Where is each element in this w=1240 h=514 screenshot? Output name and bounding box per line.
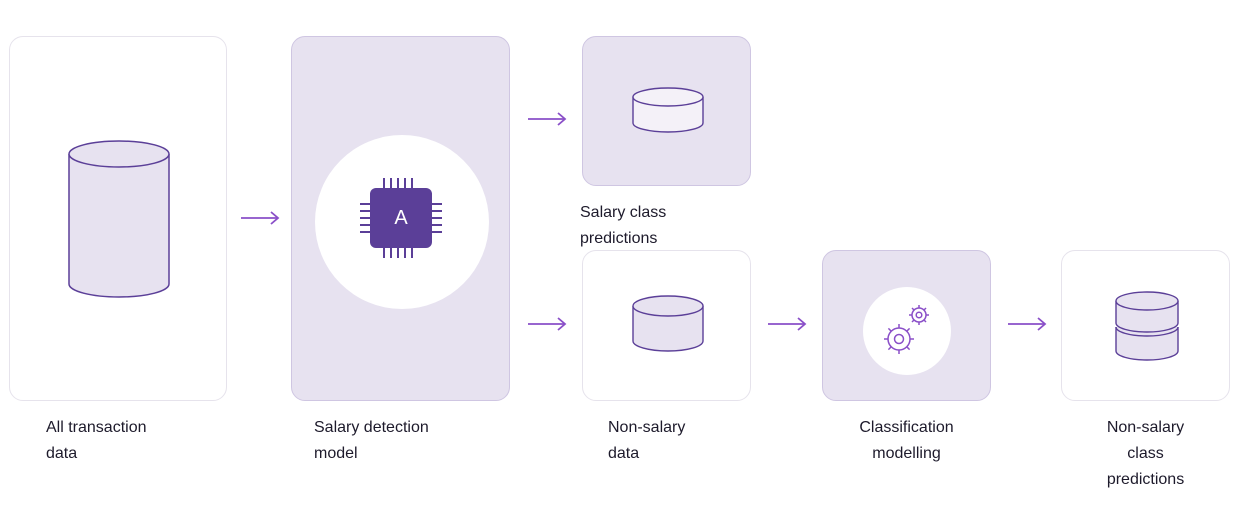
classification-modelling-card <box>822 250 991 401</box>
salary-detection-model-card: A <box>291 36 510 401</box>
stacked-database-icon <box>1115 291 1179 361</box>
database-icon <box>632 295 704 352</box>
salary-detection-model-label: Salary detection model <box>314 419 429 462</box>
arrow-right-icon <box>528 112 567 126</box>
non-salary-class-predictions-card <box>1061 250 1230 401</box>
database-icon <box>632 87 704 133</box>
arrow-right-icon <box>1008 317 1047 331</box>
non-salary-data-card <box>582 250 751 401</box>
chip-letter: A <box>394 207 408 229</box>
all-transaction-data-label: All transaction data <box>46 419 147 462</box>
arrow-right-icon <box>528 317 567 331</box>
salary-class-predictions-label: Salary class predictions <box>580 204 667 247</box>
arrow-right-icon <box>241 211 280 225</box>
gears-icon <box>884 305 929 354</box>
arrow-right-icon <box>768 317 807 331</box>
classification-modelling-label: Classification modelling <box>859 419 954 462</box>
non-salary-class-predictions-label: Non-salary class predictions <box>1106 419 1185 488</box>
all-transaction-data-card <box>9 36 227 401</box>
non-salary-data-label: Non-salary data <box>608 419 686 462</box>
database-icon <box>68 140 170 298</box>
salary-class-predictions-card <box>582 36 751 186</box>
ai-chip-icon <box>360 178 442 258</box>
